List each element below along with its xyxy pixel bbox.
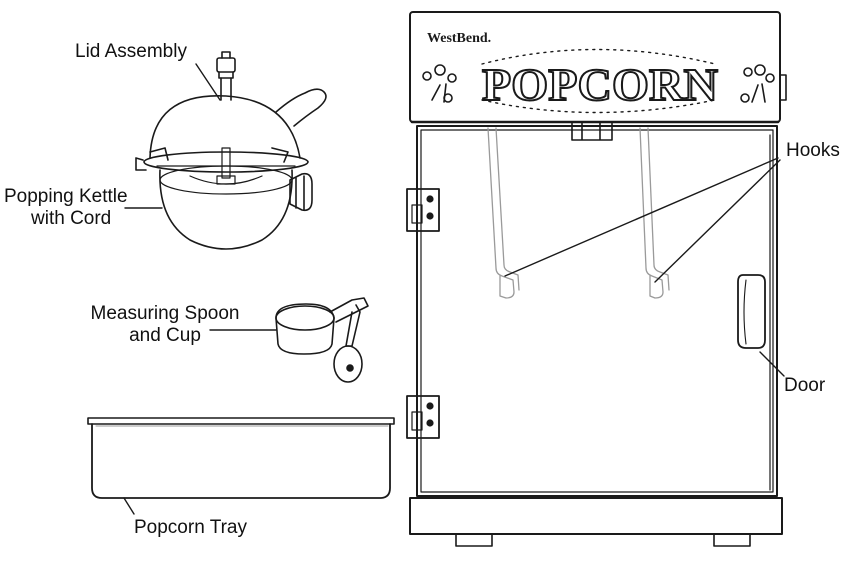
leader-tray bbox=[123, 497, 135, 515]
label-popping-kettle-line2: with Cord bbox=[31, 208, 112, 229]
label-lid-assembly: Lid Assembly bbox=[75, 41, 187, 62]
label-measuring-spoon: Measuring Spoon and Cup bbox=[80, 303, 250, 347]
popping-kettle-assembly bbox=[135, 51, 327, 250]
kettle-interior bbox=[159, 165, 293, 195]
label-popping-kettle-line1: Popping Kettle bbox=[4, 186, 128, 207]
machine-foot-left bbox=[455, 533, 493, 547]
measuring-spoon-bowl bbox=[333, 345, 363, 383]
machine-base bbox=[409, 497, 783, 535]
popcorn-decoration-right bbox=[740, 64, 775, 103]
leader-hook-right bbox=[654, 159, 781, 283]
machine-foot-right bbox=[713, 533, 751, 547]
label-measuring-line1: Measuring Spoon bbox=[90, 303, 240, 324]
door-frame bbox=[420, 129, 774, 493]
machine-cabinet bbox=[416, 125, 778, 497]
label-measuring-line2: and Cup bbox=[129, 325, 201, 346]
agitator-shaft bbox=[221, 147, 231, 179]
hooks bbox=[487, 127, 670, 299]
popcorn-tray bbox=[87, 417, 395, 499]
label-door: Door bbox=[784, 375, 826, 396]
kettle-cord-knob bbox=[289, 172, 313, 212]
measuring-spoon-and-cup bbox=[275, 297, 369, 383]
leader-lid bbox=[195, 63, 221, 101]
popcorn-decoration-left bbox=[422, 64, 457, 103]
lid-rim bbox=[143, 151, 309, 173]
lid-handle bbox=[275, 88, 327, 127]
popcorn-machine bbox=[406, 11, 787, 547]
kettle-body bbox=[159, 169, 293, 250]
marquee-lights bbox=[481, 48, 716, 114]
brand-logo-text: WestBend. bbox=[427, 31, 491, 46]
label-hooks: Hooks bbox=[786, 140, 840, 161]
door-hinge-bottom bbox=[406, 395, 440, 439]
leader-lines bbox=[123, 63, 785, 515]
door-hinge-top bbox=[406, 188, 440, 232]
door-handle bbox=[737, 274, 766, 349]
leader-hook-left bbox=[504, 157, 779, 277]
measuring-cup bbox=[275, 303, 335, 355]
lid-dome bbox=[149, 95, 301, 159]
label-popping-kettle: Popping Kettle with Cord bbox=[4, 186, 168, 230]
popcorn-sign-text: POPCORN bbox=[482, 59, 718, 110]
label-popcorn-tray: Popcorn Tray bbox=[134, 517, 247, 538]
leader-door bbox=[759, 351, 785, 377]
lid-knob bbox=[216, 57, 236, 73]
